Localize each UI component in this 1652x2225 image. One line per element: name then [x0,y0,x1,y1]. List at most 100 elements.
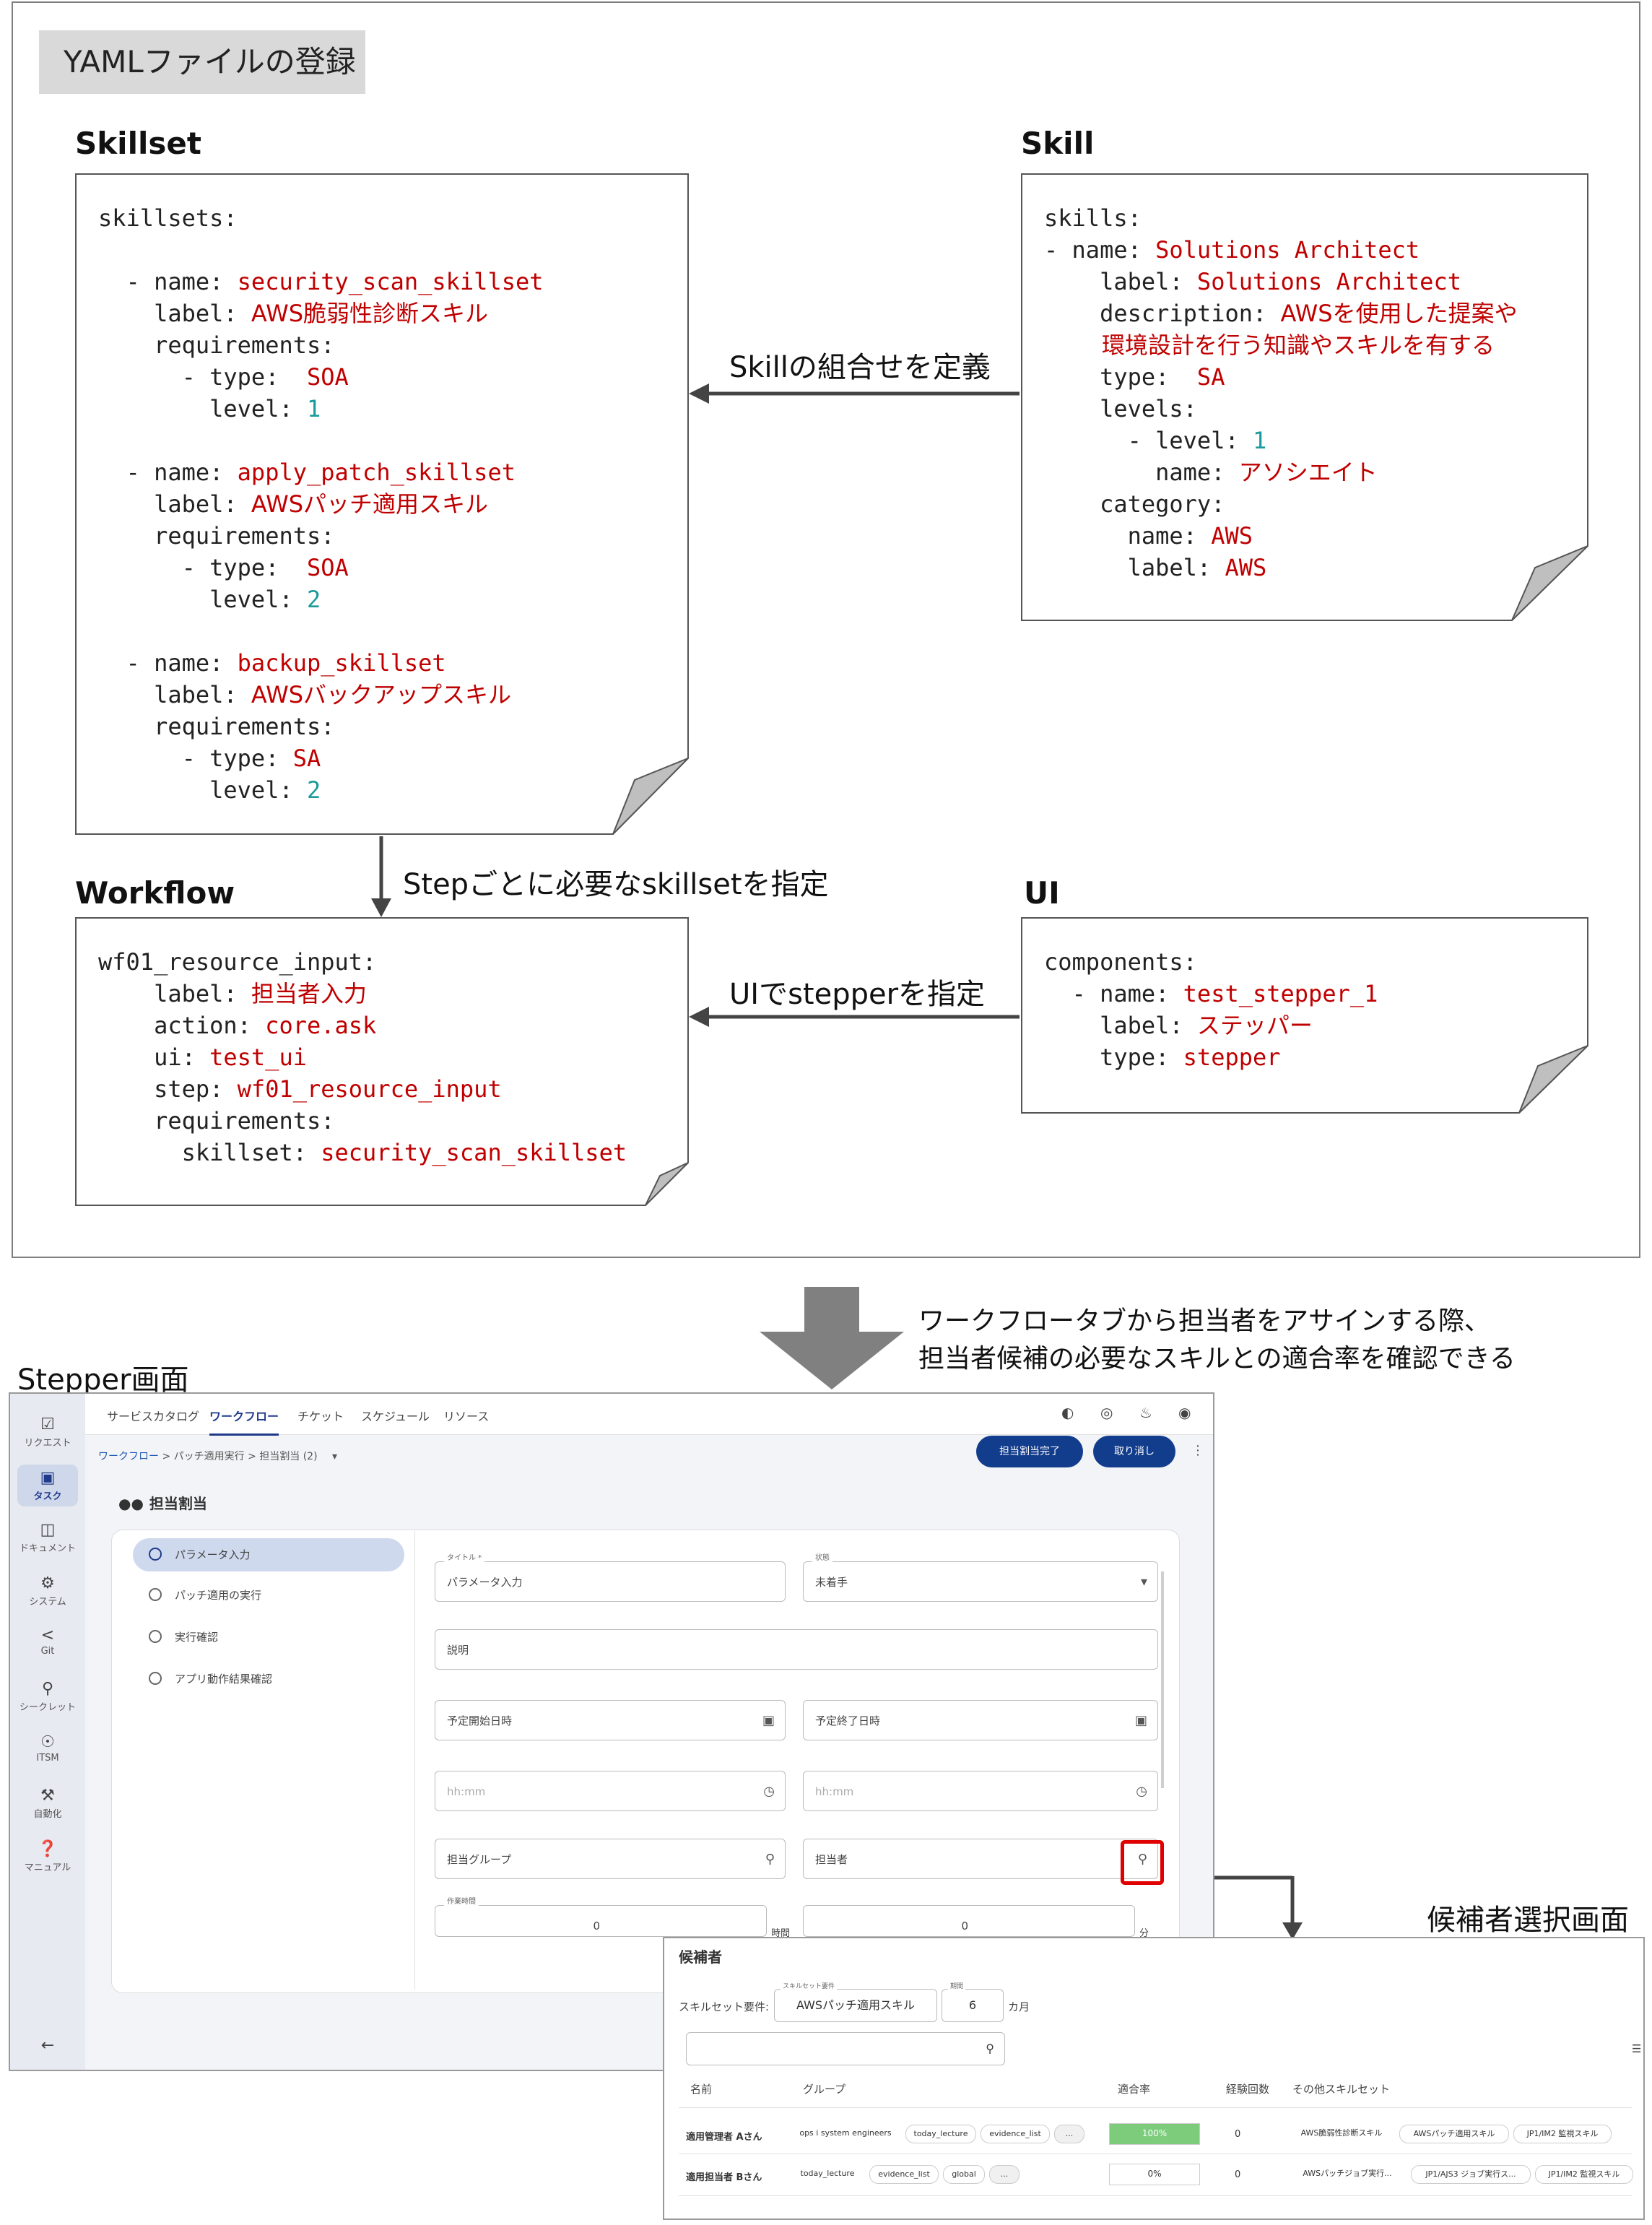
yaml-registration-tag: YAMLファイルの登録 [39,30,365,94]
cancel-button[interactable]: 取り消し [1093,1436,1175,1467]
clock-icon: ◷ [763,1784,775,1799]
dropdown-arrow-icon: ▾ [1140,1574,1147,1589]
end-time-field[interactable]: hh:mm◷ [803,1771,1158,1811]
complete-assignment-button[interactable]: 担当割当完了 [976,1436,1083,1467]
scrollbar[interactable] [1161,1571,1164,1788]
skill-title: Skill [1021,126,1095,161]
headset-icon: ☉ [40,1733,55,1751]
assignee-field[interactable]: 担当者⚲ [803,1839,1158,1879]
sidebar-item-system[interactable]: ⚙システム [10,1574,85,1608]
group-field[interactable]: 担当グループ⚲ [435,1839,786,1879]
group-chip: today_lecture [905,2125,976,2143]
ui-document: components: - name: test_stepper_1 label… [1021,917,1588,1114]
skill-chip: AWSパッチ適用スキル [1399,2125,1509,2143]
skill-chip: JP1/AJS3 ジョブ実行ス... [1411,2165,1531,2184]
work-minutes-field[interactable]: 0 [803,1905,1135,1937]
palette-icon[interactable]: ◐ [1061,1404,1074,1421]
skillset-code: skillsets: - name: security_scan_skillse… [98,204,544,804]
yaml-registration-frame [12,1,1640,1258]
skillset-title: Skillset [75,126,201,161]
sidebar-item-automation[interactable]: ⚒自動化 [10,1787,85,1820]
sidebar-item-request[interactable]: ☑リクエスト [10,1415,85,1449]
people-icon: ●● [118,1495,144,1512]
step-parameter-input[interactable]: パラメータ入力 [133,1538,404,1571]
account-icon[interactable]: ◉ [1178,1404,1191,1421]
calendar-icon: ▣ [762,1713,775,1728]
title-field[interactable]: タイトル *パラメータ入力 [435,1553,786,1602]
book-icon: ◫ [40,1521,56,1539]
ui-title: UI [1024,875,1060,911]
key-icon: ⚲ [41,1680,54,1698]
step-app-check[interactable]: アプリ動作結果確認 [133,1662,404,1696]
chevron-down-icon[interactable]: ▾ [332,1451,338,1462]
help-icon: ❓ [38,1840,58,1858]
stepper-screen-title: Stepper画面 [17,1363,189,1397]
match-rate-bar: 0% [1109,2164,1200,2185]
skill-chip: JP1/IM2 監視スキル [1513,2125,1612,2143]
tab-ticket[interactable]: チケット [297,1410,344,1423]
workflow-document: wf01_resource_input: label: 担当者入力 action… [75,917,689,1206]
ui-document-shape [1021,917,1588,1114]
group-chip: today_lecture [791,2165,864,2182]
clock-icon: ◷ [1136,1784,1147,1799]
note-line-1: ワークフロータブから担当者をアサインする際、 [918,1306,1491,1336]
tab-service-catalog[interactable]: サービスカタログ [107,1410,200,1423]
candidate-search-input[interactable]: ⚲ [686,2032,1005,2065]
panel-title: ●●担当割当 [118,1495,207,1512]
sidebar-item-manual[interactable]: ❓マニュアル [10,1840,85,1873]
tab-schedule[interactable]: スケジュール [361,1410,430,1423]
match-rate-text: 100% [1142,2128,1168,2138]
group-chip: global [943,2165,985,2184]
assignee-search-highlight [1121,1840,1164,1885]
top-navigation: サービスカタログ ワークフロー チケット スケジュール リソース ◐ ◎ ♨ ◉ [85,1394,1213,1436]
down-arrow [760,1287,904,1389]
arrow-label-stepper: UIでstepperを指定 [729,978,986,1011]
robot-icon: ⚒ [40,1787,55,1805]
start-time-field[interactable]: hh:mm◷ [435,1771,786,1811]
step-confirm[interactable]: 実行確認 [133,1621,404,1654]
globe-icon[interactable]: ◎ [1100,1404,1113,1421]
search-icon: ⚲ [1137,1852,1147,1867]
arrow-left-icon: ← [40,2037,55,2055]
candidate-row-2-name[interactable]: 適用担当者 Bさん [686,2172,762,2183]
match-rate-fill [1110,2124,1199,2144]
breadcrumb-workflow-link[interactable]: ワークフロー [98,1451,159,1462]
bell-icon[interactable]: ♨ [1139,1404,1152,1421]
sidebar-item-document[interactable]: ◫ドキュメント [10,1521,85,1554]
skill-code: skills: - name: Solutions Architect labe… [1044,204,1518,581]
group-chip-more[interactable]: ... [989,2165,1020,2184]
start-date-field[interactable]: 予定開始日時▣ [435,1700,786,1740]
more-menu-icon[interactable]: ⋮ [1191,1443,1204,1458]
skillset-requirement-label: スキルセット要件: [679,2000,770,2013]
skillset-document: skillsets: - name: security_scan_skillse… [75,173,689,835]
sidebar-item-task[interactable]: ▣タスク [10,1465,85,1506]
sidebar-item-itsm[interactable]: ☉ITSM [10,1733,85,1764]
candidate-row-1-name[interactable]: 適用管理者 Aさん [686,2132,762,2143]
arrow-label-skillset-per-step: Stepごとに必要なskillsetを指定 [403,868,829,901]
skillset-document-shape [75,173,689,835]
tab-workflow[interactable]: ワークフロー [209,1407,279,1436]
filter-icon[interactable]: ☰ [1632,2042,1642,2055]
group-chip: evidence_list [981,2125,1050,2143]
step-apply-patch[interactable]: パッチ適用の実行 [133,1579,404,1612]
breadcrumb-rest: > パッチ適用実行 > 担当割当 (2) [159,1451,318,1462]
skill-document-shape [1021,173,1588,621]
sidebar-item-secret[interactable]: ⚲シークレット [10,1680,85,1713]
search-icon: ⚲ [986,2042,994,2055]
sidebar-item-git[interactable]: <Git [10,1626,85,1657]
tab-resource[interactable]: リソース [443,1410,490,1423]
card-divider [414,1531,415,1990]
candidate-title: 候補者 [679,1948,722,1966]
hours-unit: 時間 [771,1928,791,1939]
sidebar-collapse[interactable]: ← [10,2037,85,2056]
group-chip-more[interactable]: ... [1054,2125,1084,2143]
workflow-code: wf01_resource_input: label: 担当者入力 action… [98,948,627,1166]
explanation-note: ワークフロータブから担当者をアサインする際、 担当者候補の必要なスキルとの適合率… [918,1303,1516,1378]
status-select[interactable]: 状態未着手▾ [803,1553,1158,1602]
end-date-field[interactable]: 予定終了日時▣ [803,1700,1158,1740]
description-field[interactable]: 説明 [435,1629,1158,1670]
